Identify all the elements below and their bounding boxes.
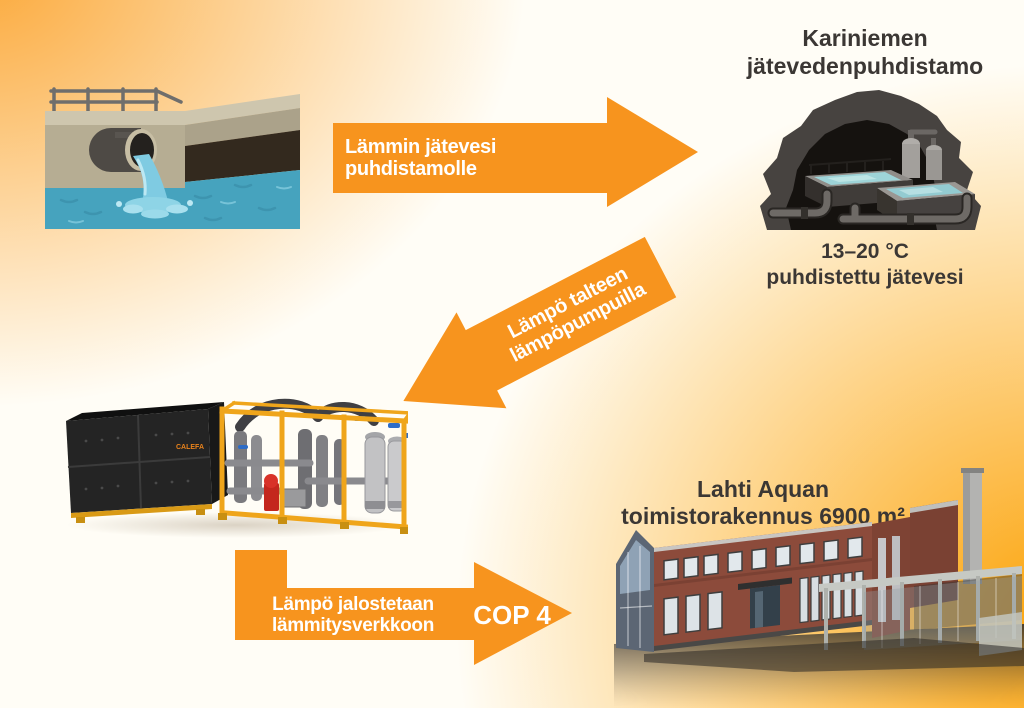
treatment-plant-title: Kariniemen jätevedenpuhdistamo — [700, 24, 1024, 80]
pipes-icon — [767, 188, 973, 225]
chimney-icon — [961, 468, 984, 584]
office-building-render — [614, 468, 1024, 708]
down-left-arrow-icon — [403, 236, 677, 409]
waterfall-icon — [116, 154, 193, 219]
building-title-line1: Lahti Aquan — [696, 476, 830, 502]
heat-pump-brand-label: CALEFA — [176, 444, 204, 451]
process-tanks-icon — [902, 129, 942, 180]
glass-annex — [819, 566, 1022, 656]
treatment-plant-title-line2: jätevedenpuhdistamo — [746, 53, 984, 79]
treatment-plant-caption: 13–20 °C puhdistettu jätevesi — [720, 239, 1010, 291]
rock-cave-treatment-plant-illustration — [757, 86, 989, 236]
wastewater-outfall-graphic — [45, 87, 300, 229]
black-cabinet-icon: CALEFA — [66, 402, 228, 523]
effluent-temperature: 13–20 °C — [821, 240, 909, 263]
pump-skid-icon — [218, 398, 408, 534]
arrow-heat-to-network-label-line1: Lämpö jalostetaan — [272, 593, 434, 615]
filter-tanks-icon — [364, 432, 407, 514]
arrow-heat-to-network: Lämpö jalostetaan lämmitysverkkoon COP 4 — [235, 550, 572, 667]
railing-icon — [49, 87, 183, 118]
heat-pump-graphic: CALEFA — [66, 398, 408, 538]
effluent-description: puhdistettu jätevesi — [766, 266, 964, 289]
arrow-heat-to-network-label-line2: lämmitysverkkoon — [271, 615, 435, 636]
yellow-frame-icon — [219, 400, 408, 530]
arrow-warm-wastewater-to-plant: Lämmin jätevesi puhdistamolle — [333, 97, 699, 209]
cop-value: COP 4 — [473, 599, 551, 630]
right-arrow-icon — [333, 97, 698, 207]
heat-pump-skid-render: CALEFA — [58, 383, 408, 541]
arrow-heat-recovery: Lämpö talteen lämpöpumpuilla — [377, 216, 688, 453]
building-shadow — [644, 638, 1024, 672]
treatment-plant-title-line1: Kariniemen — [802, 25, 928, 51]
arrow-warm-wastewater-label: Lämmin jätevesi puhdistamolle — [345, 135, 497, 180]
wastewater-outfall-illustration — [45, 84, 300, 229]
elbow-right-arrow-icon — [235, 550, 572, 665]
cave-graphic — [760, 90, 981, 230]
gable-end — [616, 530, 654, 652]
arrow-heat-to-network-label: Lämpö jalostetaan lämmitysverkkoon — [272, 590, 434, 640]
office-building-graphic — [614, 468, 1024, 708]
red-pump-icon — [264, 474, 279, 511]
